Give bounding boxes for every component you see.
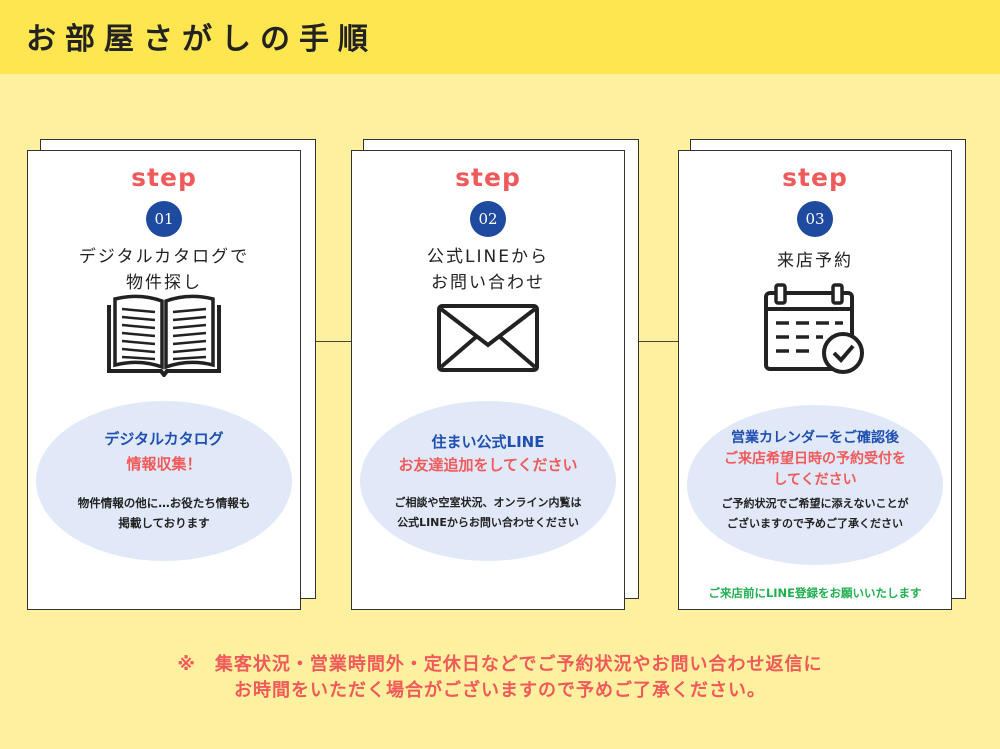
step-number-badge: 01: [146, 201, 182, 237]
page-title: お部屋さがしの手順: [26, 22, 377, 57]
bubble-description: ご相談や空室状況、オンライン内覧は 公式LINEからお問い合わせください: [394, 496, 582, 529]
line-registration-note: ご来店前にLINE登録をお願いいたします: [708, 586, 922, 600]
bubble-description: ご予約状況でご希望に添えないことが ございますので予めご了承ください: [721, 497, 909, 530]
step-label: step: [782, 163, 848, 192]
info-bubble: デジタルカタログ 情報収集！ 物件情報の他に…お役たち情報も 掲載しております: [36, 401, 292, 561]
calendar-check-icon: [763, 283, 867, 381]
bubble-heading: 住まい公式LINE: [431, 433, 545, 451]
step-number-badge: 02: [470, 201, 506, 237]
step-title: デジタルカタログで 物件探し: [78, 247, 250, 293]
bubble-description: 物件情報の他に…お役たち情報も 掲載しております: [77, 496, 251, 530]
step-number-badge: 03: [797, 201, 833, 237]
step-label: step: [455, 163, 521, 192]
step-card-3: step 03 来店予約 営業カレンダーをご確認後 ご来店希望日時の予約受付を …: [678, 150, 952, 610]
bubble-subheading-2: してください: [773, 472, 857, 488]
connector-line-2: [625, 341, 678, 342]
open-book-icon: [105, 291, 223, 381]
bubble-subheading: 情報収集！: [126, 455, 202, 473]
bubble-subheading: お友達追加をしてください: [398, 456, 578, 474]
header-bar: お部屋さがしの手順: [0, 0, 1000, 74]
step-label: step: [131, 163, 197, 192]
bubble-heading: 営業カレンダーをご確認後: [731, 430, 899, 446]
bubble-heading: デジタルカタログ: [104, 430, 224, 448]
envelope-icon: [436, 303, 540, 377]
bubble-subheading: ご来店希望日時の予約受付を: [724, 451, 906, 467]
step-title: 来店予約: [777, 251, 853, 271]
footer-note-line-1: ※ 集客状況・営業時間外・定休日などでご予約状況やお問い合わせ返信に: [177, 654, 823, 675]
footer-note-line-2: お時間をいただく場合がございますので予めご了承ください。: [234, 680, 766, 701]
connector-line-1: [301, 341, 351, 342]
step-title: 公式LINEから お問い合わせ: [427, 247, 549, 293]
step-card-1: step 01 デジタルカタログで 物件探し デジタルカタログ 情報収集！ 物件…: [27, 150, 301, 610]
info-bubble: 営業カレンダーをご確認後 ご来店希望日時の予約受付を してください ご予約状況で…: [687, 405, 943, 565]
step-card-2: step 02 公式LINEから お問い合わせ 住まい公式LINE お友達追加を…: [351, 150, 625, 610]
info-bubble: 住まい公式LINE お友達追加をしてください ご相談や空室状況、オンライン内覧は…: [360, 401, 616, 561]
